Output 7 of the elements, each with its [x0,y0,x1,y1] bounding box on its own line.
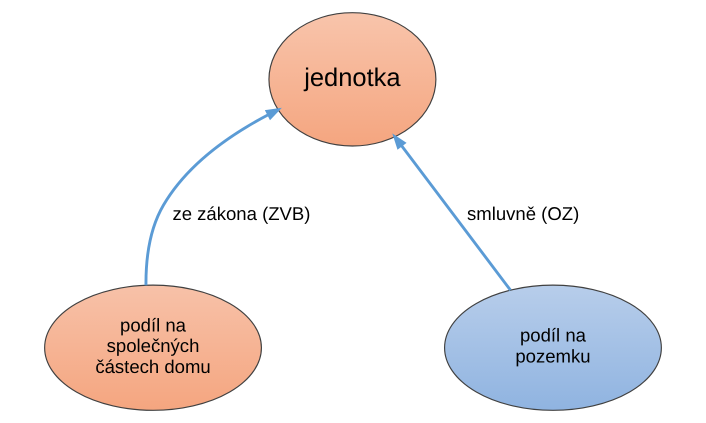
edge-label: smluvně (OZ) [467,202,580,224]
arrow [144,108,282,286]
node-ellipse: jednotka [268,12,436,147]
arrow [392,133,512,291]
node-ellipse: podíl na pozemku [444,284,662,411]
edge-label: ze zákona (ZVB) [172,202,310,224]
node-ellipse: podíl na společných částech domu [44,284,262,411]
